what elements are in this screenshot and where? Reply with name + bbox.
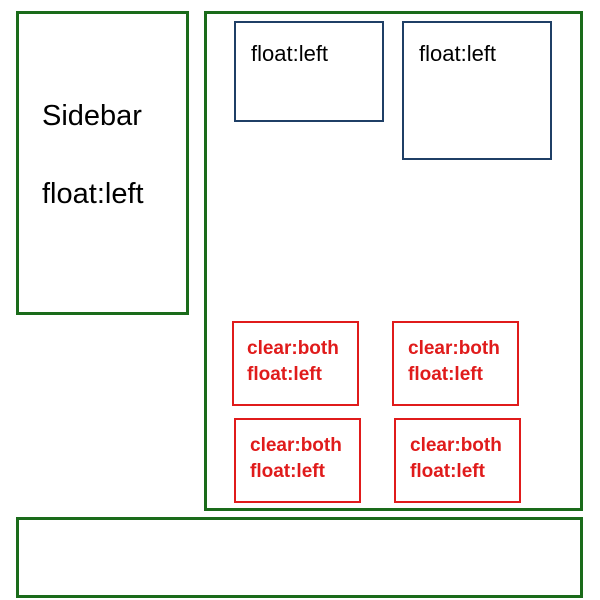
sidebar-title: Sidebar xyxy=(42,100,142,132)
clear-line: clear:both xyxy=(410,435,502,456)
float-line: float:left xyxy=(247,364,322,385)
clear-line: clear:both xyxy=(247,338,339,359)
clear-line: clear:both xyxy=(408,338,500,359)
clear-box-4: clear:both float:left xyxy=(394,418,521,503)
float-box-1: float:left xyxy=(234,21,384,122)
float-line: float:left xyxy=(250,461,325,482)
sidebar-box: Sidebar float:left xyxy=(16,11,189,315)
clear-box-text: clear:both float:left xyxy=(250,433,342,485)
float-line: float:left xyxy=(408,364,483,385)
clear-box-3: clear:both float:left xyxy=(234,418,361,503)
clear-box-text: clear:both float:left xyxy=(410,433,502,485)
float-box-label: float:left xyxy=(419,41,497,66)
main-container xyxy=(204,11,583,511)
clear-box-2: clear:both float:left xyxy=(392,321,519,406)
float-box-2: float:left xyxy=(402,21,552,160)
sidebar-subtitle: float:left xyxy=(42,178,144,210)
clear-box-text: clear:both float:left xyxy=(247,336,339,388)
footer-box xyxy=(16,517,583,598)
float-box-label: float:left xyxy=(251,41,329,66)
clear-box-1: clear:both float:left xyxy=(232,321,359,406)
float-line: float:left xyxy=(410,461,485,482)
clear-box-text: clear:both float:left xyxy=(408,336,500,388)
clear-line: clear:both xyxy=(250,435,342,456)
